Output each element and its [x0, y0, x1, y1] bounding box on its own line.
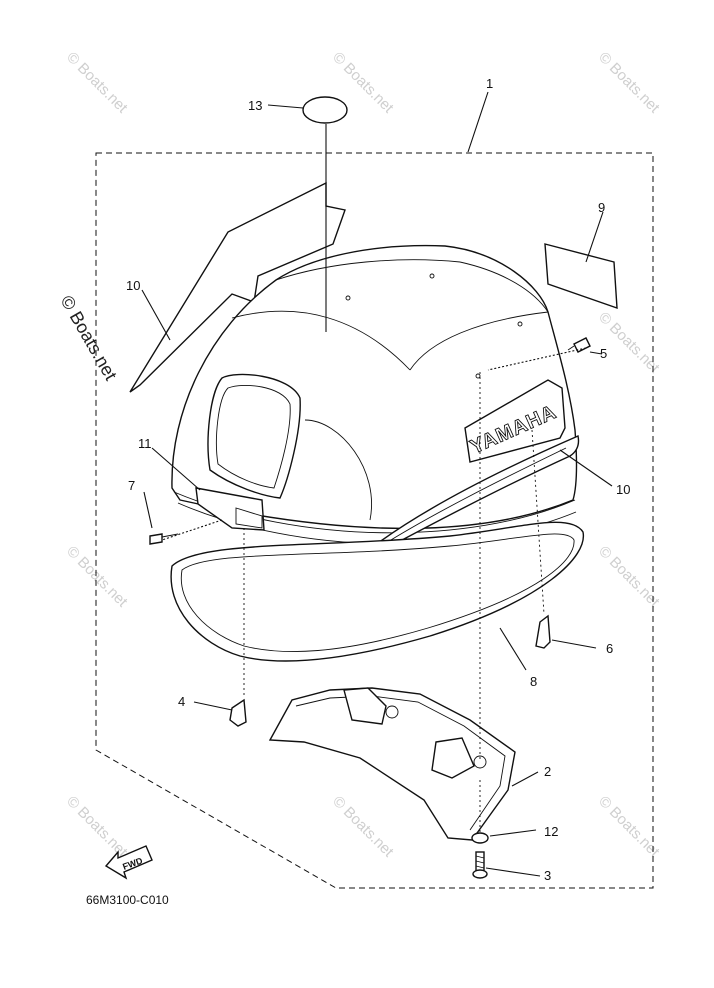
callout-7: 7: [128, 478, 135, 493]
callouts: 1 13 9 10 5 11 7 10 6 8 4 2 12 3: [126, 76, 630, 883]
watermark: © Boats.net: [63, 793, 131, 861]
bolt-3: [472, 851, 488, 879]
callout-10-lower: 10: [616, 482, 630, 497]
watermark: © Boats.net: [63, 49, 131, 117]
callout-10-upper: 10: [126, 278, 140, 293]
washer-12: [471, 832, 489, 844]
bracket-4: [229, 698, 247, 727]
callout-8: 8: [530, 674, 537, 689]
assembly-boundary: [95, 152, 654, 889]
pin-7: [149, 533, 179, 545]
diagram-code: 66M3100-C010: [86, 893, 169, 907]
seal-8: [170, 521, 585, 662]
stripe-decal-10-upper: [129, 181, 346, 393]
callout-9: 9: [598, 200, 605, 215]
bracket-6: [535, 614, 551, 649]
callout-4: 4: [178, 694, 185, 709]
label-9: [544, 243, 618, 310]
watermark: © Boats.net: [63, 543, 131, 611]
callout-6: 6: [606, 641, 613, 656]
bottom-cover-2: [268, 687, 516, 841]
callout-13: 13: [248, 98, 262, 113]
emblem-11: [195, 487, 265, 531]
leader-lines: [141, 91, 613, 877]
callout-5: 5: [600, 346, 607, 361]
callout-3: 3: [544, 868, 551, 883]
watermark: © Boats.net: [595, 49, 663, 117]
callout-11: 11: [138, 436, 152, 451]
callout-2: 2: [544, 764, 551, 779]
callout-12: 12: [544, 824, 558, 839]
side-watermark: © Boats.net: [57, 292, 121, 384]
watermark: © Boats.net: [329, 793, 397, 861]
callout-1: 1: [486, 76, 493, 91]
screw-5: [567, 337, 591, 353]
seal-ring-13: [302, 96, 348, 124]
